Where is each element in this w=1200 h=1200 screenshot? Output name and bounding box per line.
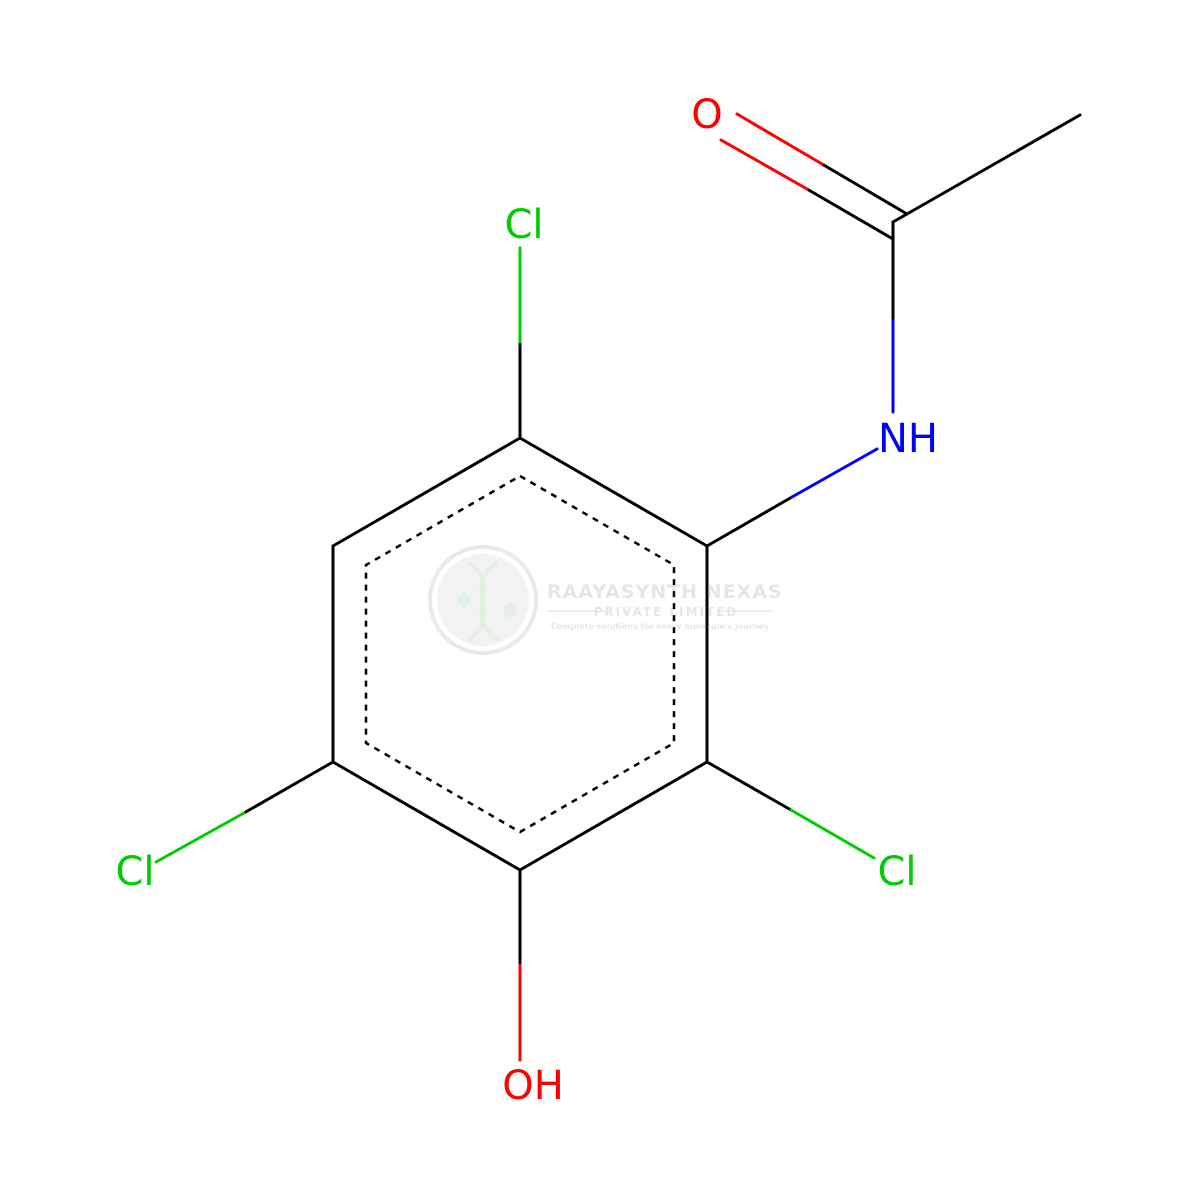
bond-carbonyl-double-o [719, 112, 909, 241]
bond-ring-c1-c2 [518, 436, 709, 548]
bond-ring-c6-c1 [331, 436, 522, 548]
dna-helix-icon [466, 560, 500, 642]
bond-carbonyl-methyl [891, 113, 1082, 224]
watermark-subtitle: PRIVATE LIMITED [594, 605, 739, 619]
watermark-logo-ring [428, 545, 538, 655]
atom-label-hydroxyl: OH [502, 1063, 564, 1109]
benzene-ring [331, 436, 709, 872]
atom-label-amide-nh: NH [878, 416, 938, 462]
watermark-tagline: Complete solutions for every molecule's … [551, 622, 770, 631]
bond-c3-cl-right [705, 760, 876, 860]
watermark: RAAYASYNTH NEXAS PRIVATE LIMITED Complet… [428, 545, 783, 655]
bond-c2-nh [705, 447, 879, 548]
watermark-title: RAAYASYNTH NEXAS [547, 581, 783, 603]
atom-label-chlorine-right: Cl [877, 849, 916, 895]
atom-label-carbonyl-oxygen: O [691, 92, 722, 138]
bond-c5-cl-left [154, 760, 335, 864]
bond-ring-c4-c5 [331, 760, 522, 872]
atom-label-chlorine-left: Cl [115, 849, 154, 895]
bond-ring-c3-c4 [518, 760, 709, 872]
aromatic-circle [364, 474, 676, 834]
atom-label-chlorine-top: Cl [504, 202, 543, 248]
